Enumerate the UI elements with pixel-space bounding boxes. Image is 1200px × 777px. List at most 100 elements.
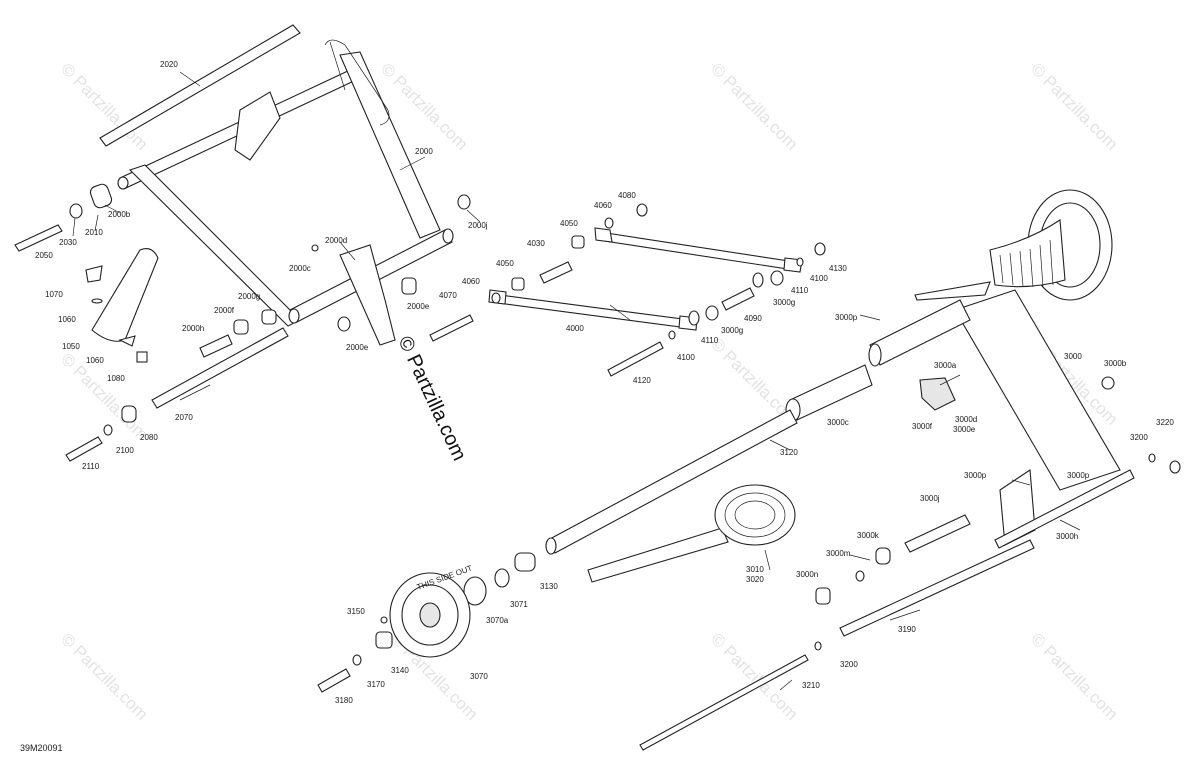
lower-bracket-2000d bbox=[339, 244, 396, 346]
callout-3000c: 3000c bbox=[827, 418, 849, 427]
watermark: © Partzilla.com bbox=[1027, 629, 1121, 723]
callout-3000: 3000 bbox=[1064, 352, 1082, 361]
spring-coil bbox=[989, 219, 1066, 288]
callout-labels: 2020 2000 2000b 2030 2010 2050 2000j 200… bbox=[35, 60, 1174, 705]
callout-1070: 1070 bbox=[45, 290, 63, 299]
leader-lines bbox=[72, 71, 1081, 691]
callout-3000d: 3000d bbox=[955, 415, 977, 424]
rear-arm-3000 bbox=[954, 289, 1121, 491]
arm-crossbar bbox=[869, 299, 971, 366]
callout-2000: 2000 bbox=[415, 147, 433, 156]
callout-3200: 3200 bbox=[840, 660, 858, 669]
bolt-4120 bbox=[607, 341, 664, 377]
callout-1050: 1050 bbox=[62, 342, 80, 351]
callout-2000b: 2000b bbox=[108, 210, 131, 219]
right-arm bbox=[339, 51, 441, 239]
callout-3000m: 3000m bbox=[826, 549, 851, 558]
callout-2000h: 2000h bbox=[182, 324, 204, 333]
callout-3000p: 3000p bbox=[835, 313, 858, 322]
sleeve-4090 bbox=[721, 287, 755, 311]
callout-4050: 4050 bbox=[560, 219, 578, 228]
callout-3220: 3220 bbox=[1156, 418, 1174, 427]
nut-4130 bbox=[814, 242, 826, 256]
callout-3000g: 3000g bbox=[773, 298, 795, 307]
spring-arm bbox=[914, 281, 991, 301]
washer-3200 bbox=[1148, 453, 1156, 463]
spacer-3000g bbox=[752, 272, 764, 288]
watermark: © Partzilla.com bbox=[57, 629, 151, 723]
callout-1080: 1080 bbox=[107, 374, 125, 383]
shaft-3190 bbox=[839, 539, 1035, 637]
callout-4120: 4120 bbox=[633, 376, 651, 385]
bushing-4110 bbox=[770, 270, 784, 286]
callout-4090: 4090 bbox=[744, 314, 762, 323]
rod-2070 bbox=[151, 327, 289, 409]
washer-2100 bbox=[103, 424, 113, 436]
u-bracket bbox=[324, 39, 390, 126]
callout-3000p: 3000p bbox=[1067, 471, 1090, 480]
callout-4110: 4110 bbox=[701, 336, 719, 345]
callout-4070: 4070 bbox=[439, 291, 457, 300]
spacer-2000g bbox=[261, 309, 277, 325]
washer-3170 bbox=[352, 654, 362, 666]
spacer-3140 bbox=[375, 631, 393, 649]
nut-3150 bbox=[380, 616, 388, 624]
washer-2030 bbox=[69, 203, 83, 219]
watermark: © Partzilla.com bbox=[1027, 59, 1121, 153]
rear-arm-assembly bbox=[639, 189, 1181, 751]
callout-3210: 3210 bbox=[802, 681, 820, 690]
idler-wheel-center bbox=[419, 602, 441, 628]
bolt-2050 bbox=[14, 224, 63, 252]
linkage-assembly bbox=[429, 203, 826, 377]
callout-3000e: 3000e bbox=[953, 425, 976, 434]
watermark: © Partzilla.com bbox=[707, 629, 801, 723]
nut-3220 bbox=[1169, 460, 1181, 474]
spacer-2000f bbox=[233, 319, 249, 335]
nut-1080 bbox=[136, 351, 148, 363]
torsion-spring-3010 bbox=[714, 484, 796, 546]
callout-3000j: 3000j bbox=[920, 494, 940, 503]
callout-3000b: 3000b bbox=[1104, 359, 1127, 368]
callout-3070: 3070 bbox=[470, 672, 488, 681]
callout-2070: 2070 bbox=[175, 413, 193, 422]
callout-4100: 4100 bbox=[810, 274, 828, 283]
u-bracket bbox=[329, 41, 346, 91]
callout-2050: 2050 bbox=[35, 251, 53, 260]
callout-3000f: 3000f bbox=[912, 422, 933, 431]
upper-bracket bbox=[234, 91, 281, 161]
washer-4100b bbox=[668, 330, 676, 340]
bushing-4050b bbox=[571, 235, 585, 249]
callout-4110: 4110 bbox=[791, 286, 809, 295]
pin-3000j bbox=[904, 514, 971, 553]
tube-end bbox=[288, 308, 300, 324]
callout-2000e: 2000e bbox=[346, 343, 369, 352]
rod-2020 bbox=[99, 24, 301, 147]
callout-3000h: 3000h bbox=[1056, 532, 1078, 541]
cap-3000b bbox=[1101, 376, 1115, 390]
washer-3200b bbox=[814, 641, 822, 651]
callout-2000g: 2000g bbox=[238, 292, 260, 301]
link-rod-4000 bbox=[497, 294, 691, 329]
tube-end bbox=[442, 228, 454, 244]
torsion-spring-coil bbox=[724, 492, 786, 538]
callout-2000f: 2000f bbox=[214, 306, 235, 315]
callout-2020: 2020 bbox=[160, 60, 178, 69]
callout-3150: 3150 bbox=[347, 607, 365, 616]
torsion-spring-coil bbox=[734, 500, 776, 530]
washer-3000m bbox=[855, 570, 865, 582]
bolt-1070 bbox=[85, 265, 103, 283]
washer-1060 bbox=[91, 298, 103, 304]
callout-1060: 1060 bbox=[58, 315, 76, 324]
nut-4060 bbox=[604, 217, 614, 229]
bolt-4070 bbox=[429, 314, 474, 342]
arm-1050 bbox=[91, 248, 159, 342]
watermark-layer: © Partzilla.com © Partzilla.com © Partzi… bbox=[57, 59, 1121, 723]
bushing-3000k bbox=[875, 547, 891, 565]
spring-coil-turns bbox=[999, 239, 1054, 288]
nut-2000j bbox=[457, 194, 471, 210]
rod-3210 bbox=[639, 654, 809, 751]
pin-2000h bbox=[199, 334, 233, 358]
callout-3130: 3130 bbox=[540, 582, 558, 591]
callout-4060: 4060 bbox=[594, 201, 612, 210]
